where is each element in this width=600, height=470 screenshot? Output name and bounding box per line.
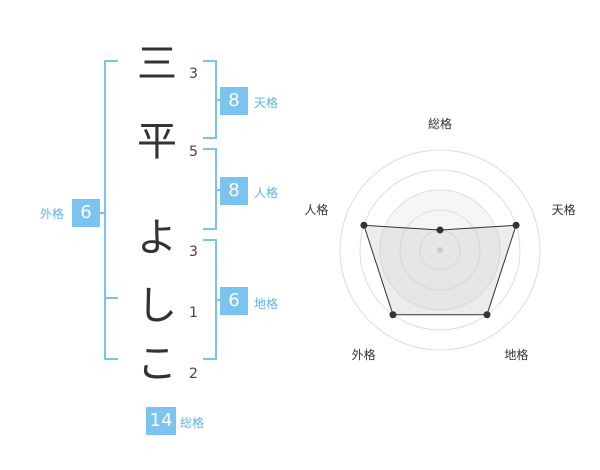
radar-ring (339, 149, 541, 351)
radar-axis-label-2: 天格 (552, 202, 576, 217)
radar-area (363, 224, 517, 316)
jinkaku-value: 8 (220, 177, 248, 205)
radar-axis-label-5: 人格 (304, 202, 328, 217)
radar-center (437, 247, 443, 253)
gaikaku-bracket (104, 60, 118, 360)
gaikaku-label: 外格 (40, 207, 65, 221)
radar-axis-label-4: 外格 (352, 347, 376, 362)
radar-point-3 (483, 311, 491, 319)
soukaku-value: 14 (146, 407, 176, 435)
tenkaku-value: 8 (220, 87, 248, 115)
stroke-count-3: 3 (189, 244, 198, 260)
name-char-1: 三 (137, 41, 177, 87)
name-char-4: し (137, 283, 177, 329)
radar-point-4 (389, 311, 397, 319)
name-char-2: 平 (137, 119, 177, 165)
jinkaku-label: 人格 (254, 186, 279, 200)
chikaku-value: 6 (220, 287, 248, 315)
stroke-count-4: 1 (189, 305, 198, 321)
name-char-5: こ (137, 341, 177, 387)
radar-ring (359, 169, 521, 331)
radar-point-5 (360, 221, 368, 229)
radar-axis-label-1: 総格 (428, 116, 452, 131)
stroke-count-2: 5 (189, 144, 198, 160)
name-char-3: よ (137, 215, 177, 261)
radar-point-2 (512, 221, 520, 229)
chikaku-label: 地格 (254, 297, 279, 311)
gaikaku-divider-tick (104, 297, 118, 299)
gaikaku-value: 6 (72, 199, 100, 227)
soukaku-label: 総格 (180, 416, 205, 430)
radar-axis-label-3: 地格 (504, 347, 528, 362)
stroke-count-5: 2 (189, 366, 198, 382)
tenkaku-label: 天格 (254, 96, 279, 110)
radar-point-1 (436, 226, 444, 234)
stroke-count-1: 3 (189, 66, 198, 82)
